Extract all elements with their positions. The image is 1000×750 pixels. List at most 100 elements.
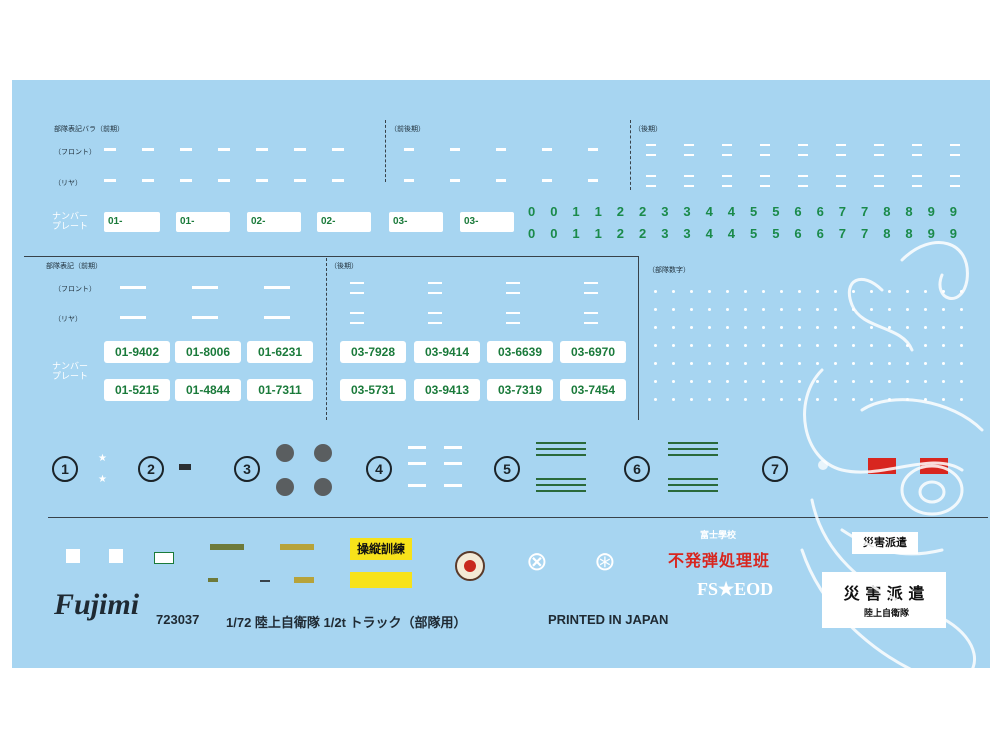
digit: 1: [572, 226, 580, 241]
circled-number-4: 4: [366, 456, 392, 482]
digit: 7: [838, 204, 847, 219]
small-decal: [280, 544, 314, 550]
small-marking: [428, 312, 442, 324]
header-early-late: （前後期）: [390, 125, 425, 133]
digit: 2: [616, 204, 625, 219]
digit: 4: [705, 204, 713, 219]
stripe: [536, 484, 586, 486]
dot: [798, 308, 801, 311]
dot: [654, 290, 657, 293]
dot: [726, 380, 729, 383]
small-marking: [950, 175, 960, 187]
digit: 3: [683, 226, 691, 241]
small-marking: [294, 148, 306, 151]
small-marking: [104, 148, 116, 151]
dot: [744, 362, 747, 365]
stripe: [536, 454, 586, 456]
dot: [708, 380, 711, 383]
dot: [798, 290, 801, 293]
dot: [924, 308, 927, 311]
dot: [654, 380, 657, 383]
small-marking: [950, 144, 960, 156]
decal-sheet: 部隊表記バラ（前期） （前後期） （後期） （フロント） （リヤ） ナンバー プ…: [12, 80, 990, 668]
row-label-front: （フロント）: [54, 285, 96, 293]
dot: [870, 362, 873, 365]
digit: 0: [550, 204, 558, 219]
plate: 01-: [176, 212, 230, 232]
stripe: [668, 484, 718, 486]
dot: [672, 326, 675, 329]
dot: [690, 326, 693, 329]
small-marking: [408, 484, 426, 487]
dot: [780, 380, 783, 383]
small-marking: [350, 282, 364, 294]
small-marking: [180, 179, 192, 182]
small-marking: [836, 144, 846, 156]
round-mark-icon: [276, 444, 294, 462]
dot: [852, 344, 855, 347]
dot: [906, 308, 909, 311]
digit: 9: [949, 226, 958, 241]
dot: [726, 308, 729, 311]
plate: 02-: [247, 212, 301, 232]
dot: [690, 362, 693, 365]
plate: 03-6970: [560, 341, 626, 363]
small-marking: [496, 179, 506, 182]
dot: [906, 362, 909, 365]
small-marking: [722, 175, 732, 187]
dot: [780, 362, 783, 365]
dot: [798, 344, 801, 347]
dot: [870, 398, 873, 401]
dot: [906, 290, 909, 293]
round-mark-icon: [314, 444, 332, 462]
dot: [816, 362, 819, 365]
star-icon: ★: [98, 474, 107, 485]
product-code: 723037: [156, 612, 200, 627]
dot: [834, 344, 837, 347]
dot: [780, 308, 783, 311]
digit: 6: [794, 204, 802, 219]
dot: [816, 308, 819, 311]
dot: [708, 398, 711, 401]
small-marking: [912, 175, 922, 187]
dot: [672, 380, 675, 383]
digit: 9: [949, 204, 958, 219]
dot: [870, 326, 873, 329]
digit: 4: [727, 226, 736, 241]
dot: [708, 290, 711, 293]
small-marking: [836, 175, 846, 187]
dot: [672, 290, 675, 293]
dot: [726, 326, 729, 329]
plate: 03-7319: [487, 379, 553, 401]
small-marking: [444, 462, 462, 465]
crest-icon: ⊛: [594, 547, 616, 577]
digit: 3: [683, 204, 691, 219]
dot: [672, 398, 675, 401]
small-marking: [332, 148, 344, 151]
dot: [942, 290, 945, 293]
dot: [762, 362, 765, 365]
dot: [924, 380, 927, 383]
small-marking: [760, 144, 770, 156]
disaster-sub-label: 陸上自衛隊: [864, 609, 910, 619]
small-marking: [584, 312, 598, 324]
small-marking: [444, 446, 462, 449]
dot: [942, 344, 945, 347]
dot: [924, 326, 927, 329]
dot: [672, 308, 675, 311]
row-label-front: （フロント）: [54, 148, 96, 156]
dot: [816, 398, 819, 401]
dot: [816, 326, 819, 329]
divider: [638, 256, 639, 420]
digit: 5: [772, 226, 780, 241]
plate: 03-: [460, 212, 514, 232]
dot: [744, 326, 747, 329]
digit: 4: [705, 226, 713, 241]
dot: [708, 308, 711, 311]
dot: [780, 290, 783, 293]
stripe: [668, 478, 718, 480]
stripe: [668, 442, 718, 444]
plate: 03-9414: [414, 341, 480, 363]
divider: [385, 120, 387, 182]
dot: [906, 344, 909, 347]
